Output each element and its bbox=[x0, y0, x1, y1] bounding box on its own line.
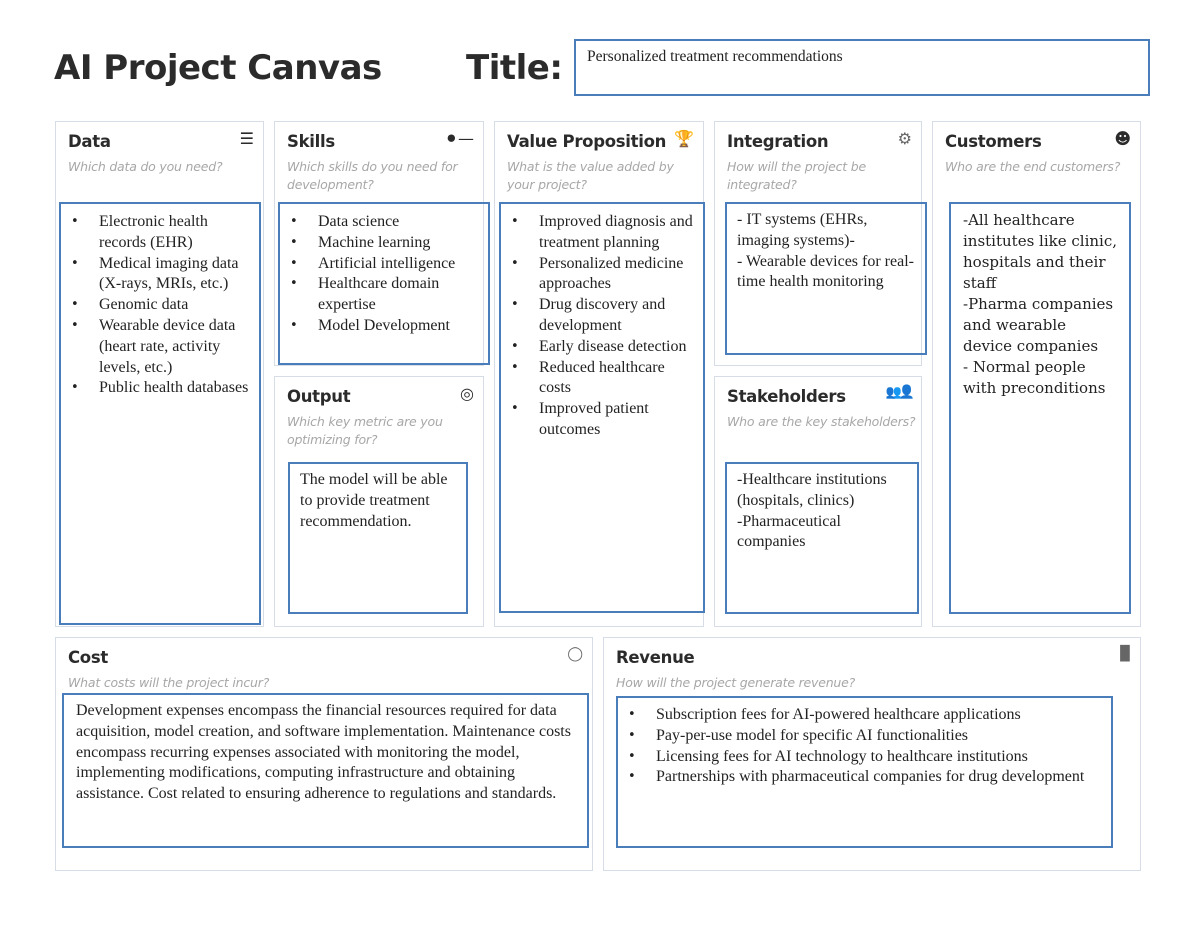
data-heading: Data bbox=[68, 132, 111, 151]
skills-list: Data scienceMachine learningArtificial i… bbox=[280, 212, 488, 337]
list-item: Drug discovery and development bbox=[501, 295, 695, 337]
cost-section: Cost ◯ What costs will the project incur… bbox=[55, 637, 593, 871]
revenue-heading: Revenue bbox=[616, 648, 695, 667]
cost-content[interactable]: Development expenses encompass the finan… bbox=[62, 693, 589, 848]
list-item: Licensing fees for AI technology to heal… bbox=[618, 747, 1103, 768]
list-item: Personalized medicine approaches bbox=[501, 254, 695, 296]
list-item: Machine learning bbox=[280, 233, 488, 254]
list-item: Genomic data bbox=[61, 295, 251, 316]
output-subtitle: Which key metric are you optimizing for? bbox=[287, 414, 443, 447]
list-item: Wearable device data (heart rate, activi… bbox=[61, 316, 251, 378]
revenue-section: Revenue ▉ How will the project generate … bbox=[603, 637, 1141, 871]
list-item: Reduced healthcare costs bbox=[501, 358, 695, 400]
key-icon: ⚫— bbox=[444, 129, 474, 148]
data-section: Data ☰ Which data do you need? Electroni… bbox=[55, 121, 264, 627]
list-item: Pay-per-use model for specific AI functi… bbox=[618, 726, 1103, 747]
skills-section: Skills ⚫— Which skills do you need for d… bbox=[274, 121, 490, 366]
list-item: Improved patient outcomes bbox=[501, 399, 695, 441]
list-item: Partnerships with pharmaceutical compani… bbox=[618, 767, 1103, 788]
gear-icon: ⚙ bbox=[897, 129, 912, 148]
list-item: Data science bbox=[280, 212, 488, 233]
cost-heading: Cost bbox=[68, 648, 108, 667]
people-icon: 👥👤 bbox=[885, 385, 915, 400]
list-item: Model Development bbox=[280, 316, 488, 337]
output-section: Output ◎ Which key metric are you optimi… bbox=[274, 376, 484, 627]
value-proposition-list: Improved diagnosis and treatment plannin… bbox=[501, 212, 695, 441]
trophy-icon: 🏆 bbox=[674, 129, 694, 148]
revenue-list: Subscription fees for AI-powered healthc… bbox=[618, 705, 1103, 788]
value-proposition-content[interactable]: Improved diagnosis and treatment plannin… bbox=[499, 202, 705, 613]
integration-heading: Integration bbox=[727, 132, 829, 151]
page-title: AI Project Canvas bbox=[54, 48, 382, 88]
skills-heading: Skills bbox=[287, 132, 335, 151]
revenue-subtitle: How will the project generate revenue? bbox=[616, 675, 856, 690]
value-proposition-subtitle: What is the value added by your project? bbox=[507, 159, 674, 192]
list-item: Public health databases bbox=[61, 378, 251, 399]
stakeholders-subtitle: Who are the key stakeholders? bbox=[727, 414, 916, 429]
integration-content[interactable]: - IT systems (EHRs, imaging systems)- - … bbox=[725, 202, 927, 355]
smiley-icon: ☻ bbox=[1114, 129, 1131, 148]
customers-section: Customers ☻ Who are the end customers? -… bbox=[932, 121, 1141, 627]
list-item: Early disease detection bbox=[501, 337, 695, 358]
value-proposition-heading: Value Proposition bbox=[507, 132, 667, 151]
list-item: Electronic health records (EHR) bbox=[61, 212, 251, 254]
cost-subtitle: What costs will the project incur? bbox=[68, 675, 270, 690]
stakeholders-heading: Stakeholders bbox=[727, 387, 846, 406]
skills-subtitle: Which skills do you need for development… bbox=[287, 159, 458, 192]
list-item: Improved diagnosis and treatment plannin… bbox=[501, 212, 695, 254]
list-item: Subscription fees for AI-powered healthc… bbox=[618, 705, 1103, 726]
customers-content[interactable]: -All healthcare institutes like clinic, … bbox=[949, 202, 1131, 614]
target-icon: ◎ bbox=[460, 384, 474, 403]
output-heading: Output bbox=[287, 387, 351, 406]
list-item: Artificial intelligence bbox=[280, 254, 488, 275]
list-item: Medical imaging data (X-rays, MRIs, etc.… bbox=[61, 254, 251, 296]
data-subtitle: Which data do you need? bbox=[68, 159, 223, 174]
integration-subtitle: How will the project be integrated? bbox=[727, 159, 867, 192]
skills-content[interactable]: Data scienceMachine learningArtificial i… bbox=[278, 202, 490, 365]
customers-heading: Customers bbox=[945, 132, 1042, 151]
stakeholders-content[interactable]: -Healthcare institutions (hospitals, cli… bbox=[725, 462, 919, 614]
customers-subtitle: Who are the end customers? bbox=[945, 159, 1121, 174]
revenue-content[interactable]: Subscription fees for AI-powered healthc… bbox=[616, 696, 1113, 848]
integration-section: Integration ⚙ How will the project be in… bbox=[714, 121, 927, 366]
stakeholders-section: Stakeholders 👥👤 Who are the key stakehol… bbox=[714, 376, 922, 627]
data-list: Electronic health records (EHR)Medical i… bbox=[61, 212, 251, 399]
value-proposition-section: Value Proposition 🏆 What is the value ad… bbox=[494, 121, 705, 627]
data-content[interactable]: Electronic health records (EHR)Medical i… bbox=[59, 202, 261, 625]
list-item: Healthcare domain expertise bbox=[280, 274, 488, 316]
money-icon: ◯ bbox=[567, 646, 583, 662]
title-label: Title: bbox=[466, 48, 563, 88]
output-content[interactable]: The model will be able to provide treatm… bbox=[288, 462, 468, 614]
title-field[interactable]: Personalized treatment recommendations bbox=[574, 39, 1150, 96]
list-icon: ☰ bbox=[239, 129, 254, 148]
bar-chart-icon: ▉ bbox=[1120, 646, 1131, 662]
